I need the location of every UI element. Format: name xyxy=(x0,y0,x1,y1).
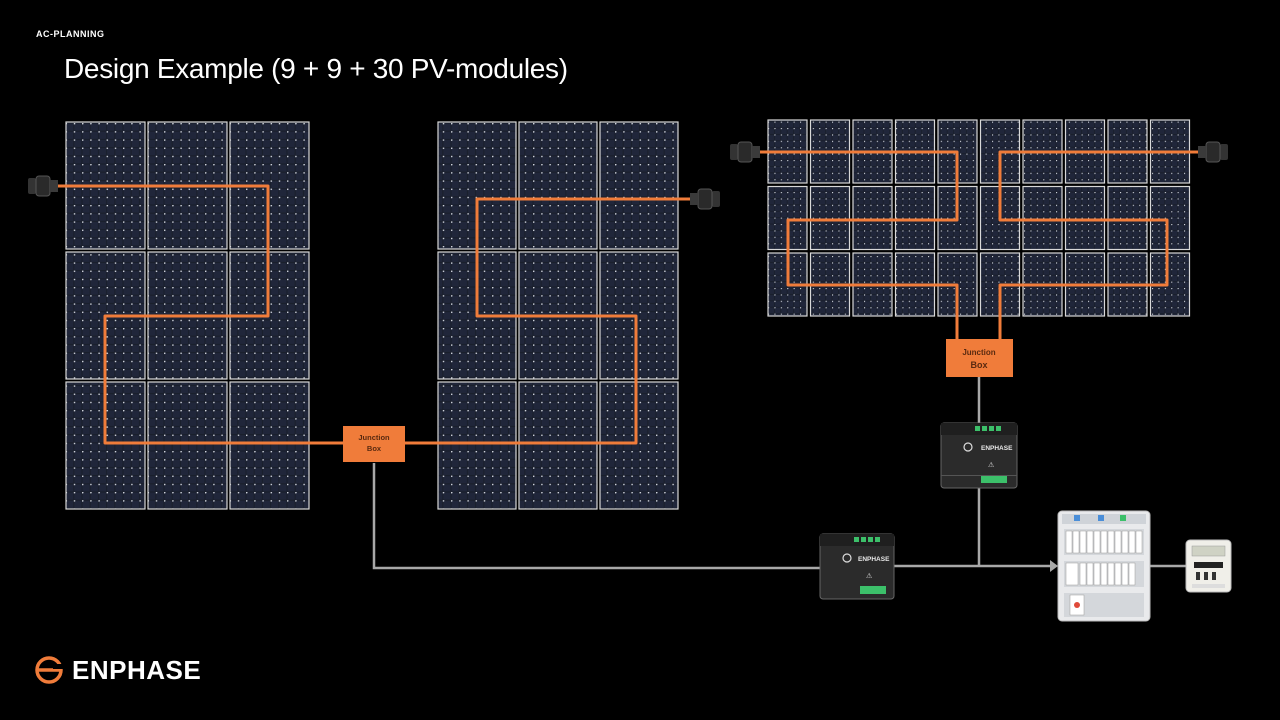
connector-left xyxy=(28,175,58,197)
enphase-logo-text: ENPHASE xyxy=(72,654,202,685)
slide-title: Design Example (9 + 9 + 30 PV-modules) xyxy=(64,53,568,84)
left-module-r3-c3 xyxy=(229,381,310,510)
right-module-r2-c10 xyxy=(1149,185,1191,251)
left-module-r3-c2 xyxy=(147,381,228,510)
middle-module-r1-c3 xyxy=(599,121,679,250)
combiner-lower: ENPHASE ⚠ xyxy=(819,533,895,600)
connector-right-a xyxy=(730,141,760,163)
right-module-r2-c2 xyxy=(809,185,851,251)
energy-meter xyxy=(1185,539,1232,593)
cable-middle-array xyxy=(405,197,700,445)
section-tag: AC-PLANNING xyxy=(36,29,105,39)
arrow-head xyxy=(1050,560,1058,572)
combiner-upper-brand: ENPHASE xyxy=(981,445,1013,452)
cable-right-array-a xyxy=(744,150,959,342)
combiner-upper: ENPHASE ⚠ xyxy=(940,422,1018,489)
cable-right-array-b xyxy=(998,150,1212,342)
middle-module-r3-c3 xyxy=(599,381,679,510)
junction-box-left-line1: Junction xyxy=(358,433,390,442)
right-module-r2-c3 xyxy=(852,185,893,251)
middle-module-r3-c2 xyxy=(518,381,598,510)
right-module-r2-c8 xyxy=(1064,185,1106,251)
junction-box-right: Junction Box xyxy=(946,339,1013,377)
junction-box-right-line2: Box xyxy=(970,360,987,370)
connector-middle xyxy=(690,188,720,210)
grey-cables xyxy=(372,377,1186,570)
junction-box-left: Junction Box xyxy=(343,426,405,462)
distribution-panel xyxy=(1057,510,1151,622)
middle-module-r3-c1 xyxy=(437,381,517,510)
junction-box-left-line2: Box xyxy=(367,444,382,453)
connector-right-b xyxy=(1198,141,1228,163)
right-module-r2-c9 xyxy=(1107,185,1148,251)
combiner-lower-brand: ENPHASE xyxy=(858,556,890,563)
enphase-logo: ENPHASE xyxy=(34,654,201,686)
cable-left-jb-to-combiner xyxy=(372,463,820,570)
pv-array-right xyxy=(767,119,1191,317)
cable-left-array xyxy=(52,184,345,445)
junction-box-right-line1: Junction xyxy=(962,348,995,357)
middle-module-r1-c2 xyxy=(518,121,598,250)
right-module-r2-c7 xyxy=(1022,185,1063,251)
svg-text:⚠: ⚠ xyxy=(988,461,994,469)
enphase-logo-icon xyxy=(35,656,63,684)
right-module-r2-c4 xyxy=(894,185,936,251)
svg-text:⚠: ⚠ xyxy=(866,572,872,580)
orange-cables xyxy=(52,150,1212,445)
